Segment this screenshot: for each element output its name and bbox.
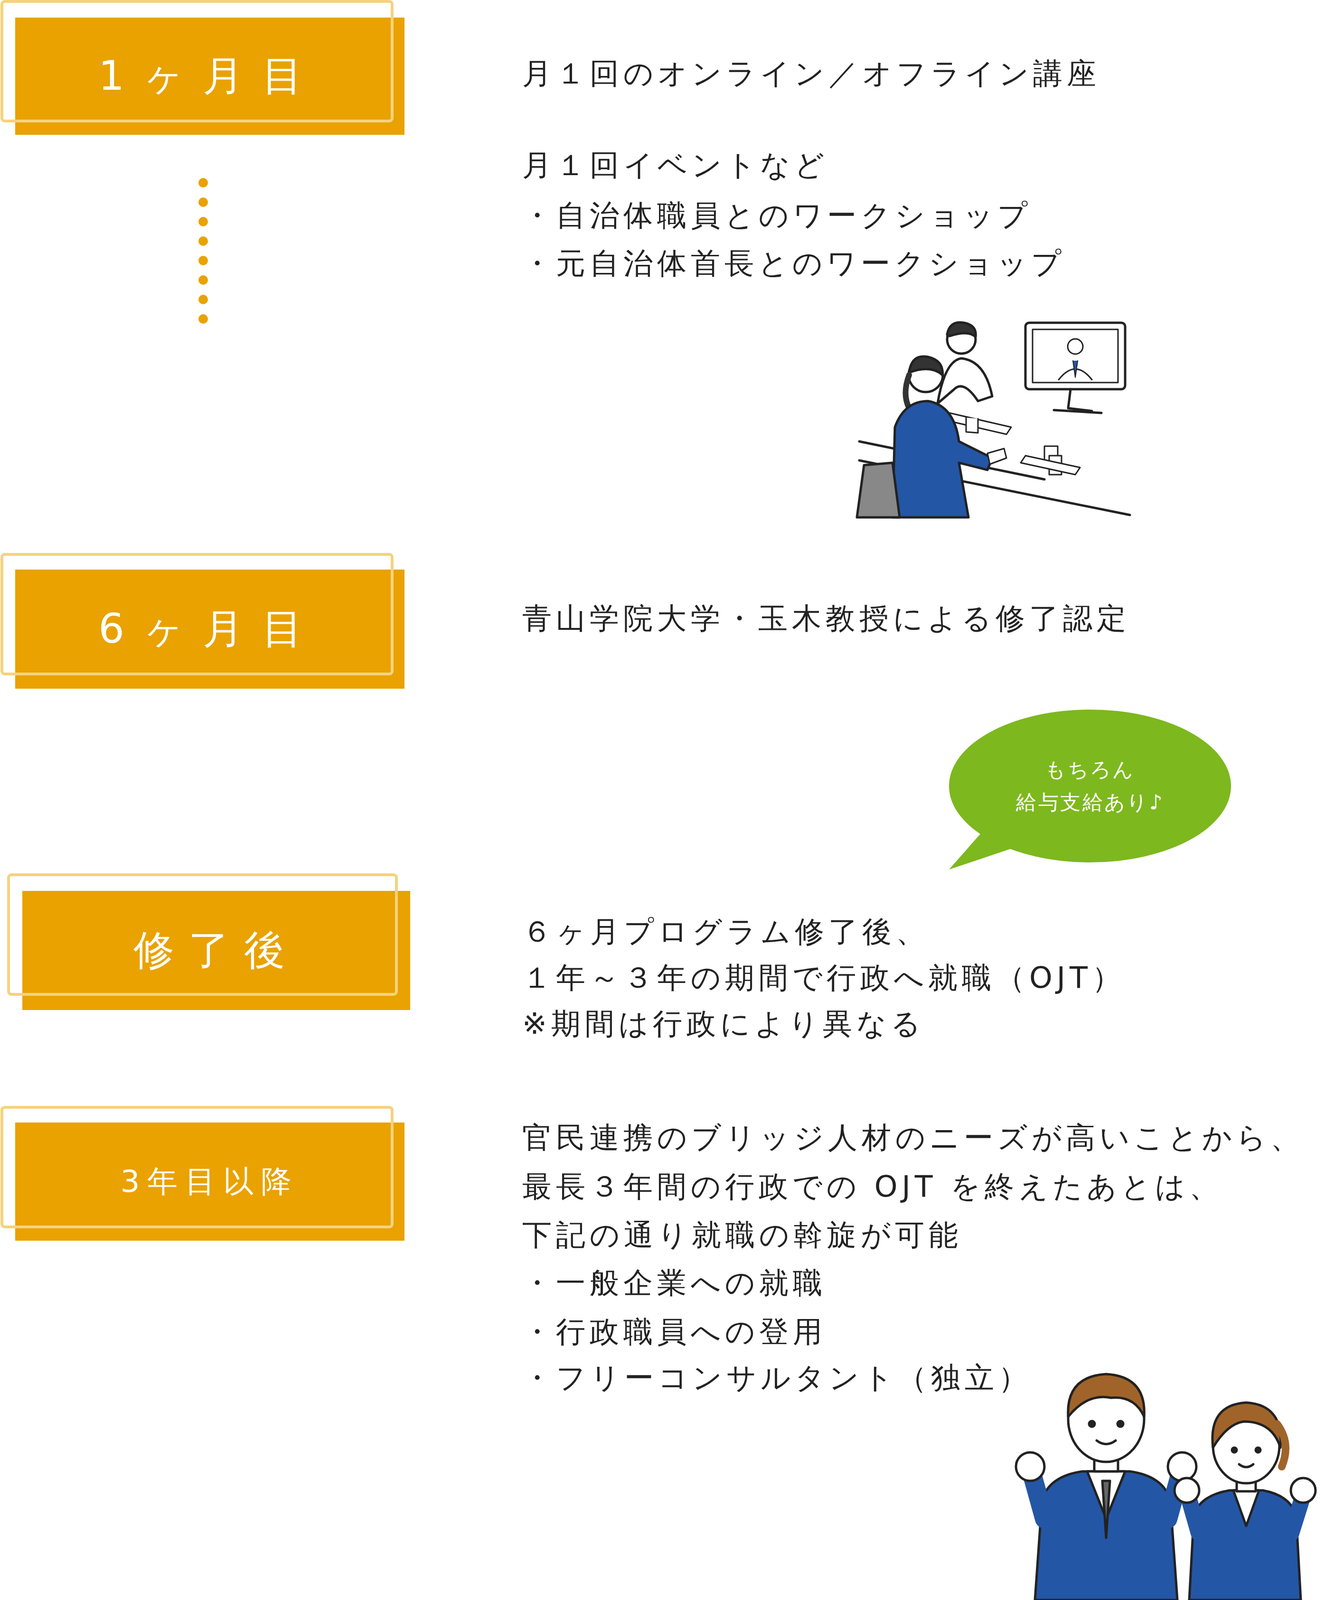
- cheering-people: [1015, 1374, 1316, 1600]
- body-text: 月１回のオンライン／オフライン講座: [522, 52, 1101, 95]
- box-outline: [1, 554, 393, 675]
- orange-box: [15, 569, 405, 689]
- body-text: １年～３年の期間で行政へ就職（OJT）: [522, 956, 1126, 1000]
- box-label: 1ヶ月目: [98, 48, 322, 104]
- body-text: 最長３年間の行政での OJT を終えたあとは、: [522, 1165, 1223, 1209]
- box-label: 6ヶ月目: [98, 601, 322, 658]
- body-text: ・自治体職員とのワークショップ: [522, 194, 1032, 237]
- body-text: ・行政職員への登用: [522, 1310, 827, 1354]
- box-outline: [1, 1, 393, 122]
- body-text: 下記の通り就職の斡旋が可能: [522, 1213, 963, 1257]
- bubble-text: もちろん 給与支給あり♪: [991, 753, 1189, 819]
- timeline-label-box: 3年目以降: [15, 1122, 405, 1241]
- body-text: 青山学院大学・玉木教授による修了認定: [522, 597, 1131, 640]
- orange-box: [22, 891, 411, 1011]
- body-text: ・フリーコンサルタント（独立）: [522, 1356, 1033, 1400]
- box-label: 修了後: [133, 922, 299, 979]
- timeline-label-box: 1ヶ月目: [15, 17, 405, 135]
- timeline-label-box: 6ヶ月目: [15, 569, 405, 689]
- body-text: ６ヶ月プログラム修了後、: [522, 910, 930, 954]
- orange-box: [15, 1122, 405, 1241]
- label-box-frames: [1, 1, 411, 1241]
- box-outline: [1, 1107, 393, 1228]
- speech-bubble: もちろん 給与支給あり♪: [949, 709, 1232, 863]
- body-text: ・一般企業への就職: [522, 1261, 827, 1305]
- dotted-timeline: [198, 178, 208, 324]
- box-outline: [8, 874, 397, 995]
- body-text: ・元自治体首長とのワークショップ: [522, 242, 1066, 285]
- body-text: ※期間は行政により異なる: [522, 1002, 925, 1046]
- timeline-label-box: 修了後: [22, 891, 411, 1011]
- box-label: 3年目以降: [120, 1161, 300, 1203]
- orange-box: [15, 17, 405, 135]
- meeting-illustration: [856, 322, 1130, 518]
- body-text: 月１回イベントなど: [522, 143, 829, 187]
- body-text: 官民連携のブリッジ人材のニーズが高いことから、: [522, 1116, 1305, 1160]
